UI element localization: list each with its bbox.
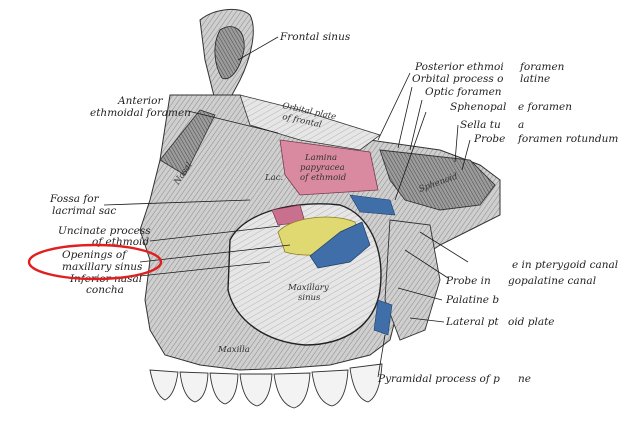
label-sella-turcica: Sella tu [460, 119, 501, 131]
label-fossa-lacrimal-1: Fossa for [49, 193, 100, 205]
bone-label-lac: Lac. [264, 173, 283, 183]
bone-label-maxillary-1: Maxillary [287, 283, 329, 293]
bone-label-lamina-1: Lamina [304, 153, 337, 163]
label-orbital-process-palatine-tail: latine [520, 73, 550, 85]
bone-label-maxilla: Maxilla [217, 345, 250, 355]
label-posterior-ethmoidal-tail: foramen [519, 61, 565, 73]
label-optic-foramen: Optic foramen [425, 86, 502, 98]
label-inferior-concha-2: concha [86, 284, 124, 296]
label-orbital-process-palatine: Orbital process o [412, 73, 503, 85]
label-probe-pterygoid: e in pterygoid canal [512, 259, 618, 271]
label-lateral-pterygoid-tail: oid plate [508, 316, 555, 328]
label-pyramidal-process-tail: ne [518, 373, 531, 385]
label-sella-turcica-tail: a [518, 119, 524, 131]
label-sphenopalatine: Sphenopal [450, 101, 506, 113]
label-posterior-ethmoidal: Posterior ethmoi [414, 61, 504, 73]
label-probe-pterygopalatine-tail: gopalatine canal [508, 275, 596, 287]
label-palatine-bone: Palatine b [445, 294, 499, 306]
bone-label-lamina-2: papyracea [300, 163, 345, 173]
label-openings-maxillary-1: Openings of [62, 249, 128, 261]
bone-label-lamina-3: of ethmoid [300, 173, 347, 183]
teeth-row [150, 364, 382, 408]
label-pyramidal-process: Pyramidal process of p [377, 373, 500, 385]
label-sphenopalatine-tail: e foramen [518, 101, 572, 113]
label-fossa-lacrimal-2: lacrimal sac [52, 205, 116, 217]
label-openings-maxillary-2: maxillary sinus [62, 261, 143, 273]
label-frontal-sinus: Frontal sinus [279, 31, 351, 43]
label-anterior-ethmoidal-1: Anterior [117, 95, 163, 107]
label-probe-pterygopalatine: Probe in [445, 275, 491, 287]
label-lateral-pterygoid: Lateral pt [445, 316, 499, 328]
label-anterior-ethmoidal-2: ethmoidal foramen [90, 107, 191, 119]
label-probe-rotundum-tail: foramen rotundum [517, 133, 618, 145]
bone-label-maxillary-2: sinus [298, 293, 321, 303]
